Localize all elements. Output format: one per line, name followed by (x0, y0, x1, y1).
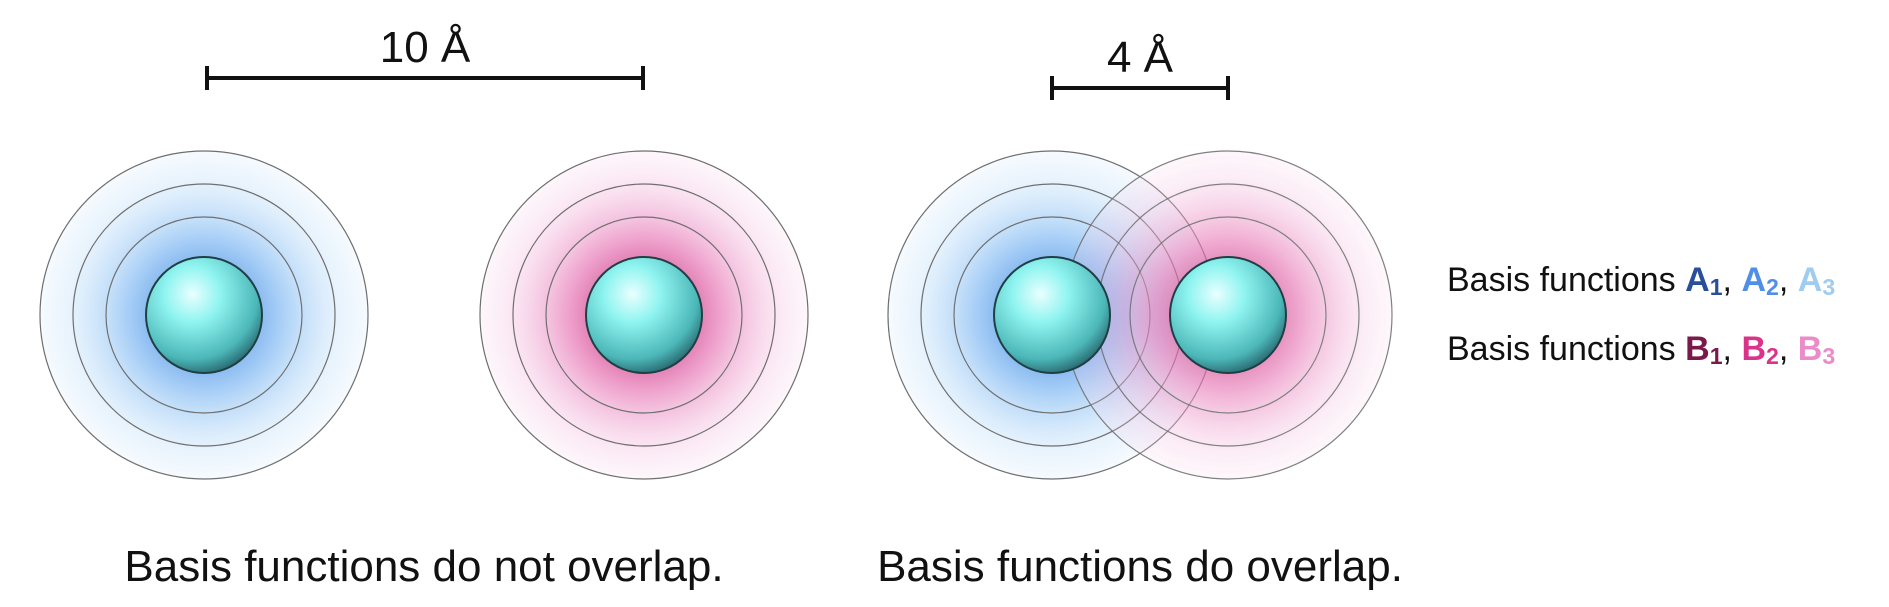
caption-overlap: Basis functions do overlap. (877, 542, 1403, 591)
atom-sphere (585, 256, 703, 374)
atom-b-separated (479, 150, 809, 480)
legend-b2: B2 (1741, 330, 1779, 370)
atom-sphere (993, 256, 1111, 374)
legend-basis-b: Basis functions B1, B2, B3 (1447, 330, 1836, 370)
legend-prefix: Basis functions (1447, 261, 1676, 299)
atom-a-separated (39, 150, 369, 480)
legend-a3: A3 (1797, 261, 1836, 301)
scale-bar-10 (205, 66, 645, 90)
caption-no-overlap: Basis functions do not overlap. (124, 542, 724, 591)
scale-bar-4 (1050, 76, 1230, 100)
legend-basis-a: Basis functions A1, A2, A3 (1447, 261, 1836, 301)
scale-bar-label-4: 4 Å (1106, 33, 1174, 82)
legend-a1: A1 (1685, 261, 1723, 301)
atom-sphere (1169, 256, 1287, 374)
legend-a2: A2 (1741, 261, 1779, 301)
legend-b1: B1 (1685, 330, 1723, 370)
legend-prefix: Basis functions (1447, 330, 1676, 368)
legend-b3: B3 (1797, 330, 1836, 370)
scale-bar-label-10: 10 Å (379, 23, 471, 72)
atom-sphere (145, 256, 263, 374)
